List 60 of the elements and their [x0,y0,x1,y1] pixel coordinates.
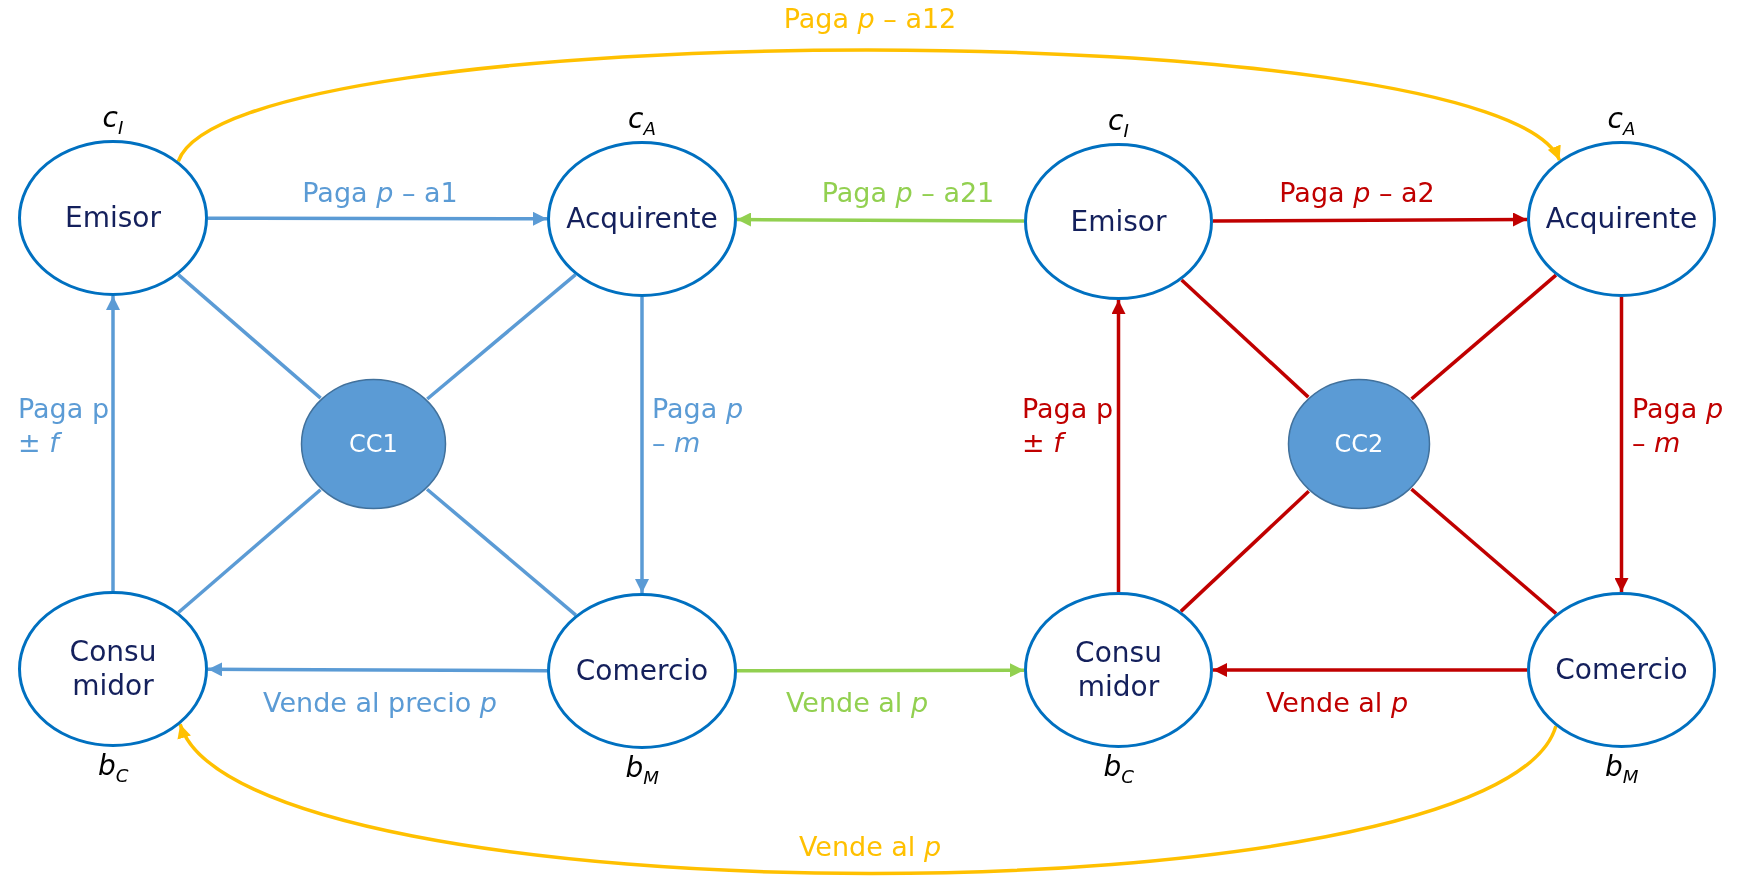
edge-label: Vende al p [1264,686,1410,720]
ellipse-node [547,593,737,749]
ellipse-node [18,140,208,296]
arrow [737,663,1024,678]
connector-line [1180,278,1310,399]
connector-line [177,273,322,400]
edge-label: Paga p – a1 [301,176,459,210]
node-label: CC1 [349,429,398,459]
connector-line [426,273,577,401]
node-label: Consu midor [1074,636,1163,704]
node-label: CC2 [1334,429,1384,459]
arrow [106,296,120,591]
node-label: Consu midor [68,635,158,703]
edge-label: Paga p ± f [1022,392,1114,460]
node-annotation: b$_{M}$ [625,753,659,788]
arrow [208,211,547,226]
ellipse-node [547,141,737,297]
edge-label: Vende al p [797,830,943,864]
curved-arrow [178,723,1558,876]
connector-line [1179,489,1310,613]
connector-line [1410,487,1558,616]
node-annotation: c$_{I}$ [1108,106,1129,141]
connector-line [177,488,322,614]
arrow [635,297,649,593]
edge-label: Paga p – m [1632,392,1725,460]
curved-arrow [177,48,1561,163]
connector-line [425,487,577,617]
node-annotation: c$_{A}$ [628,104,656,139]
node-label: Comercio [575,654,709,688]
ellipse-node [18,591,208,747]
edge-label: Paga p – m [652,392,745,460]
node-label: Comercio [1555,653,1688,687]
node-annotation: b$_{M}$ [1605,752,1639,787]
arrow [1614,297,1629,592]
edge-label: Paga p – a12 [782,2,958,36]
edge-label: Vende al p [784,686,930,720]
node-annotation: c$_{I}$ [102,103,124,138]
ellipse-node [1527,592,1716,748]
edge-label: Vende al precio p [262,686,498,720]
node-annotation: b$_{C}$ [98,751,129,786]
filled-ellipse-node [300,378,447,510]
node-annotation: b$_{C}$ [1103,752,1134,787]
connector-line [1410,273,1558,401]
filled-ellipse-node [1287,378,1431,510]
arrow [1111,300,1126,592]
arrow [737,212,1024,227]
ellipse-node [1024,592,1213,748]
edge-label: Paga p – a21 [820,176,996,210]
ellipse-node [1527,141,1716,297]
arrow [1213,212,1527,227]
edge-label: Paga p – a2 [1278,176,1436,210]
node-label: Acquirente [566,202,718,236]
ellipse-node [1024,143,1213,300]
arrow [1213,663,1527,677]
arrow [208,662,547,677]
edge-label: Paga p ± f [18,392,110,460]
node-label: Emisor [65,201,161,235]
node-label: Acquirente [1545,202,1698,236]
node-label: Emisor [1070,204,1167,239]
node-annotation: c$_{A}$ [1607,104,1636,139]
